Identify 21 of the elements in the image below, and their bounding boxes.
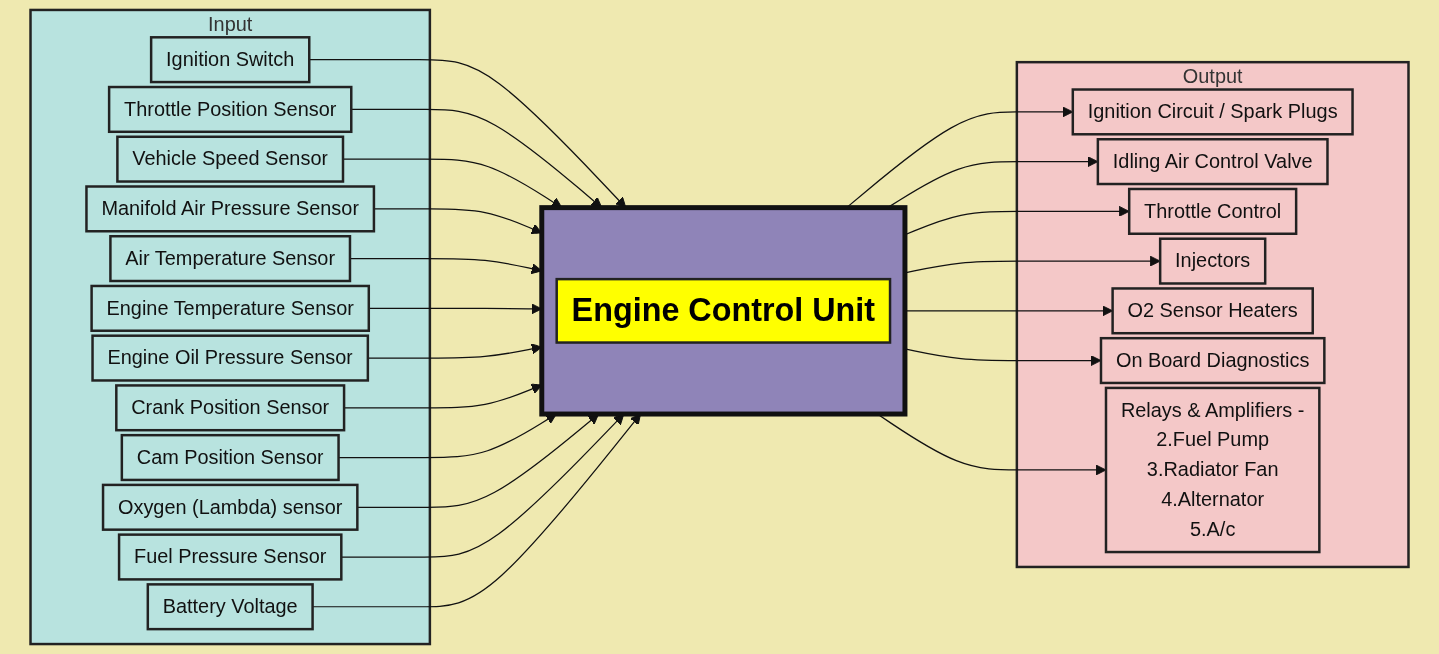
node-box: Relays & Amplifiers - 2.Fuel Pump 3.Radiator Fan 4.Alternator 5.A/c	[1104, 386, 1321, 554]
node-box: Engine Control Unit	[555, 277, 892, 344]
node-box: Ignition Switch	[149, 36, 311, 84]
node-box: Oxygen (Lambda) sensor	[101, 483, 359, 531]
node-box: Throttle Control	[1127, 187, 1298, 235]
node-box: Throttle Position Sensor	[107, 85, 353, 134]
node-box: Cam Position Sensor	[120, 433, 340, 482]
node-box: Idling Air Control Valve	[1096, 138, 1329, 186]
node-box: On Board Diagnostics	[1099, 336, 1326, 385]
node-box: O2 Sensor Heaters	[1111, 287, 1314, 335]
node-box: Injectors	[1158, 237, 1267, 285]
node-box: Ignition Circuit / Spark Plugs	[1071, 88, 1354, 136]
node-box: Crank Position Sensor	[115, 384, 346, 432]
node-box: Engine Temperature Sensor	[90, 284, 371, 332]
node-box: Fuel Pressure Sensor	[117, 533, 343, 581]
node-box: Vehicle Speed Sensor	[116, 135, 345, 183]
cluster	[539, 205, 908, 417]
node-box: Air Temperature Sensor	[109, 235, 352, 283]
node-box: Engine Oil Pressure Sensor	[91, 334, 370, 382]
node-box: Battery Voltage	[146, 583, 314, 631]
node-box: Manifold Air Pressure Sensor	[85, 185, 376, 233]
